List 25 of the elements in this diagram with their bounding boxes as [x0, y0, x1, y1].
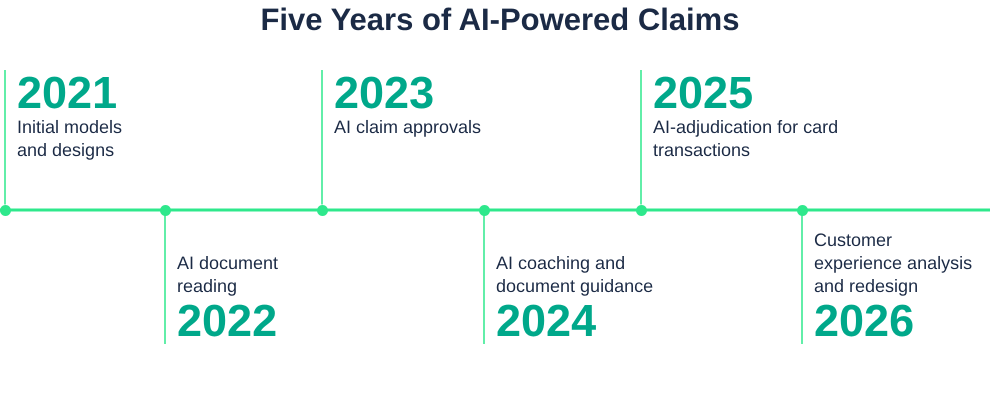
title: Five Years of AI-Powered Claims: [260, 1, 740, 39]
timeline-dot: [636, 204, 646, 216]
year-label: 2024: [496, 298, 596, 344]
year-label: 2025: [653, 70, 754, 116]
timeline-dot: [316, 204, 328, 216]
milestone-description: Initial models and designs: [17, 116, 124, 162]
connector-line: [640, 70, 642, 204]
year-label: 2026: [814, 298, 914, 344]
timeline-dot: [160, 204, 170, 216]
timeline-dot: [478, 204, 490, 216]
year-label: 2021: [17, 70, 118, 116]
connector-line: [483, 216, 485, 344]
connector-line: [801, 216, 803, 344]
timeline-dot: [0, 204, 10, 216]
year-label: 2023: [334, 70, 436, 116]
connector-line: [4, 70, 6, 204]
milestone-description: AI document reading: [177, 252, 280, 298]
year-label: 2022: [177, 298, 278, 344]
milestone-description: Customer experience analysis and redesign: [814, 229, 974, 298]
milestone-description: AI claim approvals: [334, 116, 482, 139]
connector-line: [321, 70, 323, 204]
milestone-description: AI coaching and document guidance: [496, 252, 654, 298]
milestone-description: AI-adjudication for card transactions: [653, 116, 840, 162]
connector-line: [164, 216, 166, 344]
timeline-dot: [796, 204, 808, 216]
